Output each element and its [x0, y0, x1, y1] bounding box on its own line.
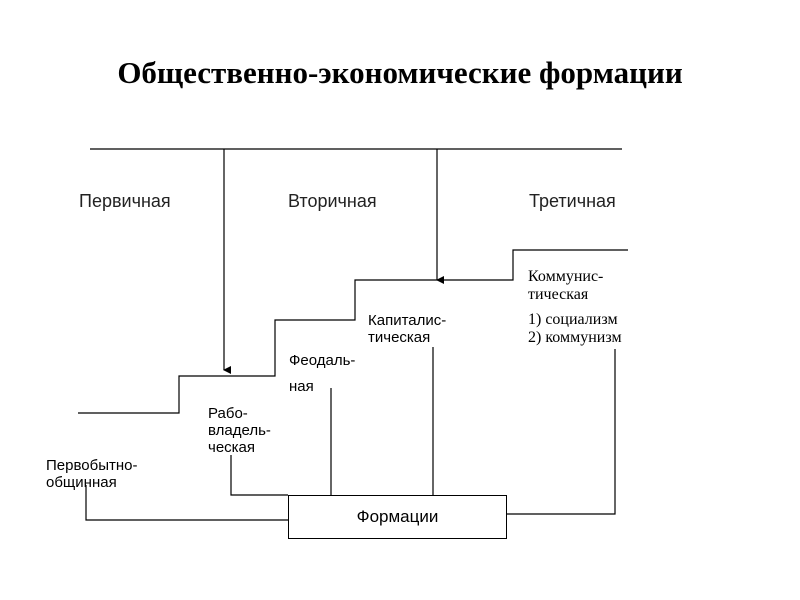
- formation-communist-stages: 1) социализм 2) коммунизм: [528, 311, 622, 346]
- formation-primitive: Первобытно- общинная: [46, 457, 138, 491]
- connector-primitive: [85, 485, 288, 521]
- formation-feudal-line2: ная: [289, 378, 314, 395]
- formation-feudal-line1: Феодаль-: [289, 352, 356, 369]
- label-tertiary: Третичная: [529, 191, 616, 211]
- formations-box-label: Формации: [356, 507, 439, 526]
- staircase-line: [78, 249, 628, 414]
- connector-slave: [230, 455, 288, 496]
- formation-capitalist: Капиталис- тическая: [368, 312, 447, 346]
- formation-communist: Коммунис- тическая: [528, 268, 604, 303]
- label-secondary: Вторичная: [288, 191, 377, 211]
- page-title: Общественно-экономические формации: [117, 55, 683, 90]
- label-primary: Первичная: [79, 191, 171, 211]
- formation-slave: Рабо- владель- ческая: [208, 405, 271, 456]
- formations-box: Формации: [288, 495, 507, 539]
- connector-communist: [507, 349, 616, 515]
